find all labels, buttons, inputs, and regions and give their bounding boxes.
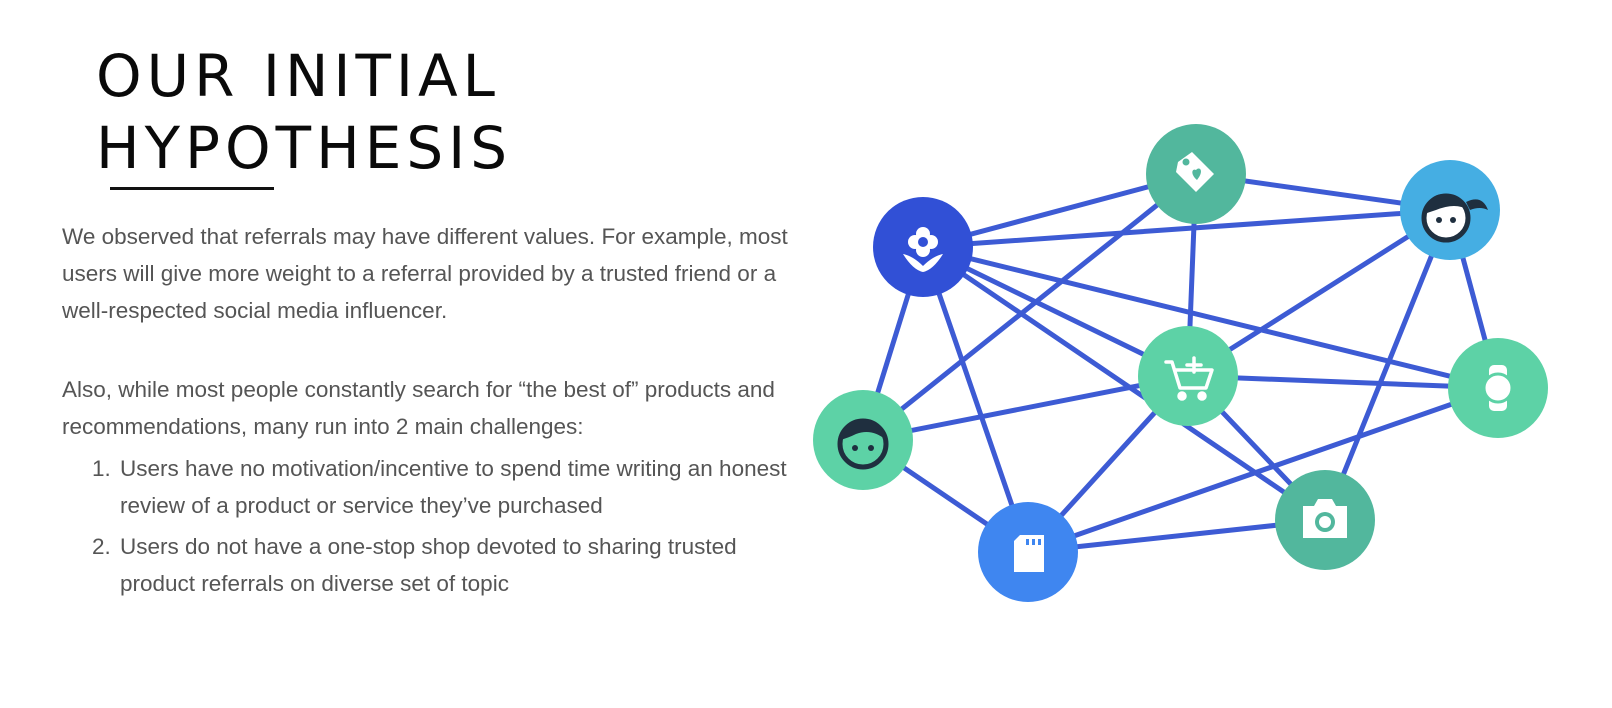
challenge-number-2: 2.	[92, 534, 111, 559]
node-cart	[1138, 326, 1238, 426]
intro-paragraph: We observed that referrals may have diff…	[62, 224, 788, 323]
flower-icon	[903, 227, 943, 272]
page-title-line-2: HYPOTHESIS	[96, 114, 513, 182]
camera-icon	[1303, 499, 1347, 538]
challenge-text-1: Users have no motivation/incentive to sp…	[120, 456, 787, 518]
node-camera	[1275, 470, 1375, 570]
cart-add-icon	[1164, 356, 1214, 401]
page-title-line-1: OUR INITIAL	[96, 42, 500, 110]
node-girl	[1400, 160, 1500, 260]
node-boy	[813, 390, 913, 490]
node-tag	[1146, 124, 1246, 224]
page-title: OUR INITIAL HYPOTHESIS	[96, 40, 512, 184]
node-sd-card	[978, 502, 1078, 602]
challenge-item-2: 2. Users do not have a one-stop shop dev…	[62, 528, 802, 602]
watch-icon	[1482, 365, 1514, 411]
boy-face-icon	[837, 418, 889, 470]
challenges-list: 1. Users have no motivation/incentive to…	[62, 450, 802, 606]
challenges-intro-paragraph: Also, while most people constantly searc…	[62, 377, 775, 439]
sd-card-icon	[1014, 535, 1044, 572]
challenge-text-2: Users do not have a one-stop shop devote…	[120, 534, 737, 596]
challenge-number-1: 1.	[92, 456, 111, 481]
node-flower	[873, 197, 973, 297]
challenge-item-1: 1. Users have no motivation/incentive to…	[62, 450, 802, 524]
girl-face-icon	[1421, 193, 1488, 243]
referral-network-illustration	[813, 124, 1548, 602]
tag-heart-icon	[1176, 152, 1214, 192]
title-underline	[110, 187, 274, 190]
node-watch	[1448, 338, 1548, 438]
